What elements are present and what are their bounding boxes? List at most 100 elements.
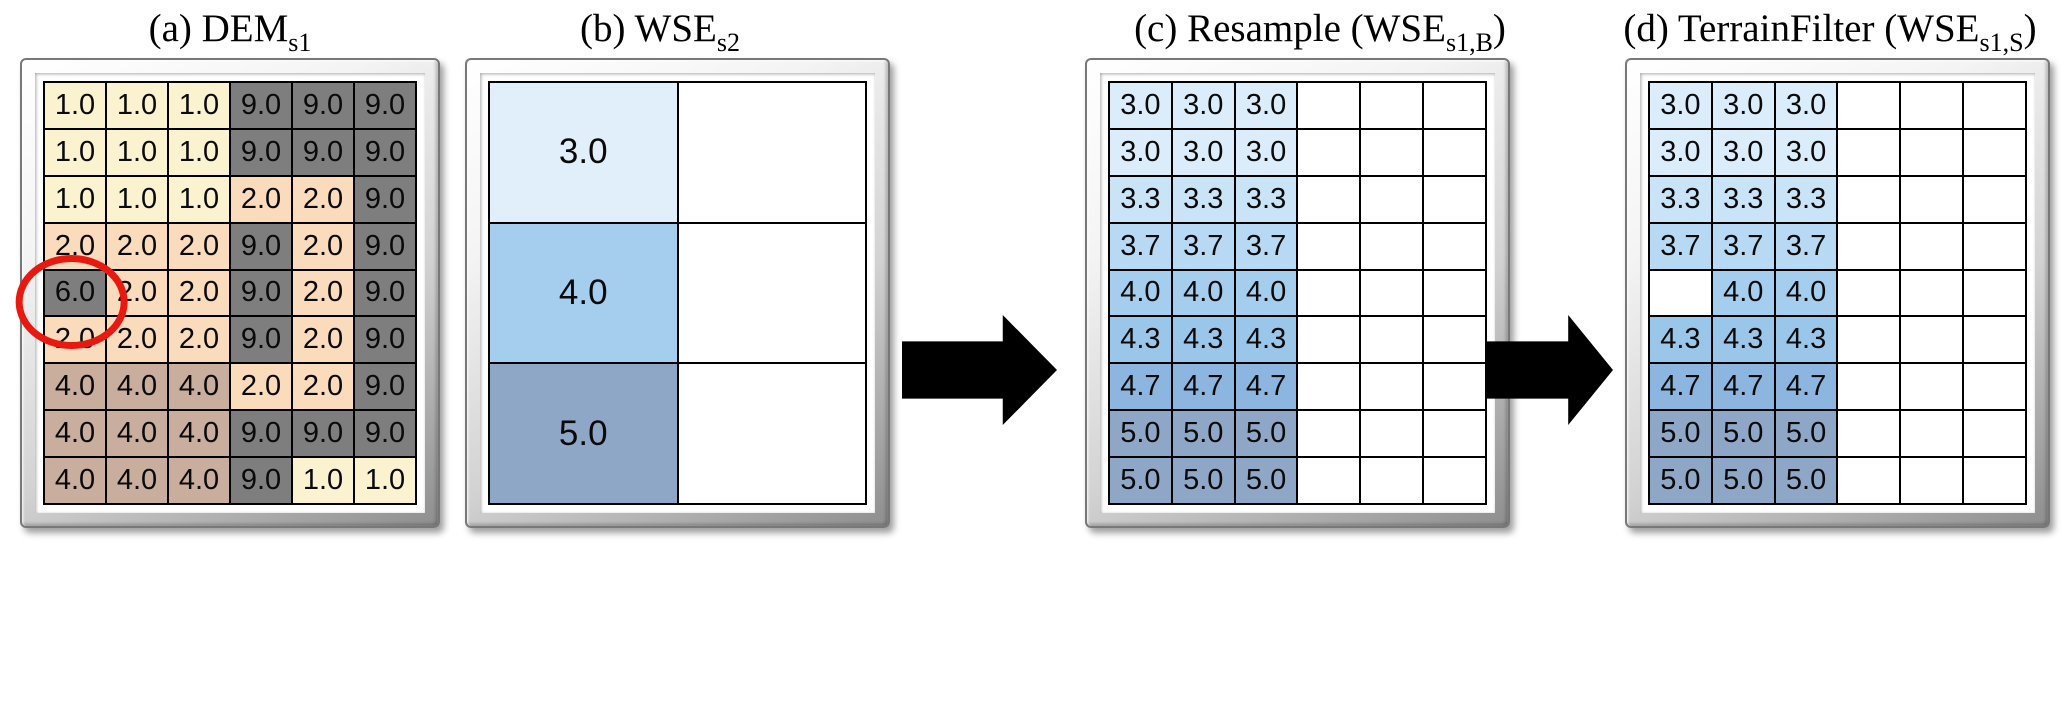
panel-a-cell-r7c1: 4.0: [44, 363, 106, 411]
panel-d-cell-r5c5: [1900, 269, 1964, 317]
arrow-right-icon: [902, 315, 1057, 425]
cell-value: 4.0: [1245, 276, 1287, 309]
cell-value: 4.7: [1120, 370, 1161, 403]
cell-value: 3.0: [1183, 135, 1224, 168]
panel-c-cell-r3c5: [1360, 175, 1424, 223]
panel-b-cell-r1c1: 3.0: [489, 82, 678, 223]
panel-b-title-subscript: s2: [716, 28, 740, 57]
panel-c-cell-r6c6: [1423, 316, 1486, 364]
panel-c-cell-r8c1: 5.0: [1109, 410, 1172, 458]
panel-d-cell-r4c2: 3.7: [1711, 222, 1775, 270]
panel-a-cell-r4c4: 9.0: [230, 222, 292, 270]
panel-d-cell-r3c6: [1963, 175, 2026, 223]
panel-d-title-text: (d) TerrainFilter (WSE: [1623, 7, 1980, 50]
panel-c-cell-r2c4: [1297, 128, 1361, 176]
panel-c-cell-r9c4: [1297, 457, 1361, 504]
panel-c-cell-r9c6: [1423, 457, 1486, 504]
panel-c-cell-r3c6: [1423, 175, 1486, 223]
cell-value: 1.0: [178, 88, 220, 121]
panel-d-cell-r1c1: 3.0: [1649, 82, 1712, 129]
panel-a-cell-r9c5: 1.0: [292, 457, 354, 504]
panel-d-title-subscript: s1,S: [1979, 28, 2024, 57]
cell-value: 9.0: [240, 229, 282, 262]
panel-d-cell-r1c4: [1837, 82, 1901, 129]
panel-c-cell-r8c5: [1360, 410, 1424, 458]
panel-c-cell-r6c5: [1360, 316, 1424, 364]
panel-a-cell-r3c2: 1.0: [106, 175, 168, 223]
panel-a-cell-r6c6: 9.0: [354, 316, 416, 364]
cell-value: 5.0: [1785, 417, 1827, 450]
panel-c-title-subscript: s1,B: [1445, 28, 1493, 57]
cell-value: 1.0: [116, 135, 158, 168]
panel-c-cell-r7c4: [1297, 363, 1361, 411]
panel-a-cell-r2c6: 9.0: [354, 128, 416, 176]
cell-value: 2.0: [116, 276, 158, 309]
panel-b-cell-r3c1: 5.0: [489, 363, 678, 504]
panel-c-cell-r9c3: 5.0: [1234, 457, 1298, 504]
cell-value: 1.0: [116, 88, 158, 121]
panel-a-cell-r9c6: 1.0: [354, 457, 416, 504]
panel-d-title-suffix: ): [2023, 7, 2037, 50]
panel-d-cell-r5c2: 4.0: [1711, 269, 1775, 317]
cell-value: 4.3: [1120, 323, 1161, 356]
cell-value: 9.0: [240, 417, 282, 450]
cell-value: 1.0: [364, 464, 406, 497]
panel-c-cell-r8c3: 5.0: [1234, 410, 1298, 458]
panel-c-cell-r9c2: 5.0: [1171, 457, 1235, 504]
panel-a-cell-r3c1: 1.0: [44, 175, 106, 223]
cell-value: 2.0: [302, 229, 344, 262]
panel-c-cell-r4c3: 3.7: [1234, 222, 1298, 270]
panel-b-cell-r2c1: 4.0: [489, 222, 678, 364]
panel-d-cell-r7c4: [1837, 363, 1901, 411]
cell-value: 1.0: [54, 182, 96, 215]
cell-value: 5.0: [1723, 464, 1764, 497]
panel-b-cell-r2c2: [677, 222, 866, 364]
panel-d-cell-r2c6: [1963, 128, 2026, 176]
panel-d-cell-r9c1: 5.0: [1649, 457, 1712, 504]
cell-value: 9.0: [302, 135, 344, 168]
panel-c-cell-r5c2: 4.0: [1171, 269, 1235, 317]
panel-d-cell-r6c3: 4.3: [1774, 316, 1838, 364]
panel-a-cell-r7c3: 4.0: [168, 363, 230, 411]
panel-a-cell-r5c4: 9.0: [230, 269, 292, 317]
panel-c-cell-r5c1: 4.0: [1109, 269, 1172, 317]
cell-value: 9.0: [240, 323, 282, 356]
panel-d-cell-r6c6: [1963, 316, 2026, 364]
panel-a-cell-r6c5: 2.0: [292, 316, 354, 364]
panel-d-cell-r4c5: [1900, 222, 1964, 270]
cell-value: 3.0: [1723, 135, 1764, 168]
panel-c-cell-r6c1: 4.3: [1109, 316, 1172, 364]
cell-value: 9.0: [364, 276, 406, 309]
panel-d-cell-r2c2: 3.0: [1711, 128, 1775, 176]
cell-value: 3.0: [1245, 88, 1287, 121]
cell-value: 3.3: [1245, 182, 1287, 215]
panel-a-cell-r4c5: 2.0: [292, 222, 354, 270]
panel-d-cell-r8c4: [1837, 410, 1901, 458]
cell-value: 3.7: [1785, 229, 1827, 262]
panel-a-cell-r1c5: 9.0: [292, 82, 354, 129]
cell-value: 9.0: [240, 135, 282, 168]
panel-a-cell-r6c2: 2.0: [106, 316, 168, 364]
panel-c-cell-r4c1: 3.7: [1109, 222, 1172, 270]
panel-a-cell-r8c5: 9.0: [292, 410, 354, 458]
panel-c-title-suffix: ): [1492, 7, 1506, 50]
panel-c-cell-r2c3: 3.0: [1234, 128, 1298, 176]
cell-value: 4.3: [1785, 323, 1827, 356]
panel-a-cell-r2c4: 9.0: [230, 128, 292, 176]
panel-d-cell-r1c2: 3.0: [1711, 82, 1775, 129]
panel-a-cell-r4c6: 9.0: [354, 222, 416, 270]
cell-value: 2.0: [302, 370, 344, 403]
panel-d-cell-r1c5: [1900, 82, 1964, 129]
cell-value: 9.0: [302, 417, 344, 450]
cell-value: 1.0: [54, 88, 96, 121]
panel-c-cell-r7c5: [1360, 363, 1424, 411]
panel-d-cell-r7c3: 4.7: [1774, 363, 1838, 411]
panel-b-title-text: (b) WSE: [580, 7, 717, 50]
panel-d-cell-r7c6: [1963, 363, 2026, 411]
panel-a-cell-r2c1: 1.0: [44, 128, 106, 176]
